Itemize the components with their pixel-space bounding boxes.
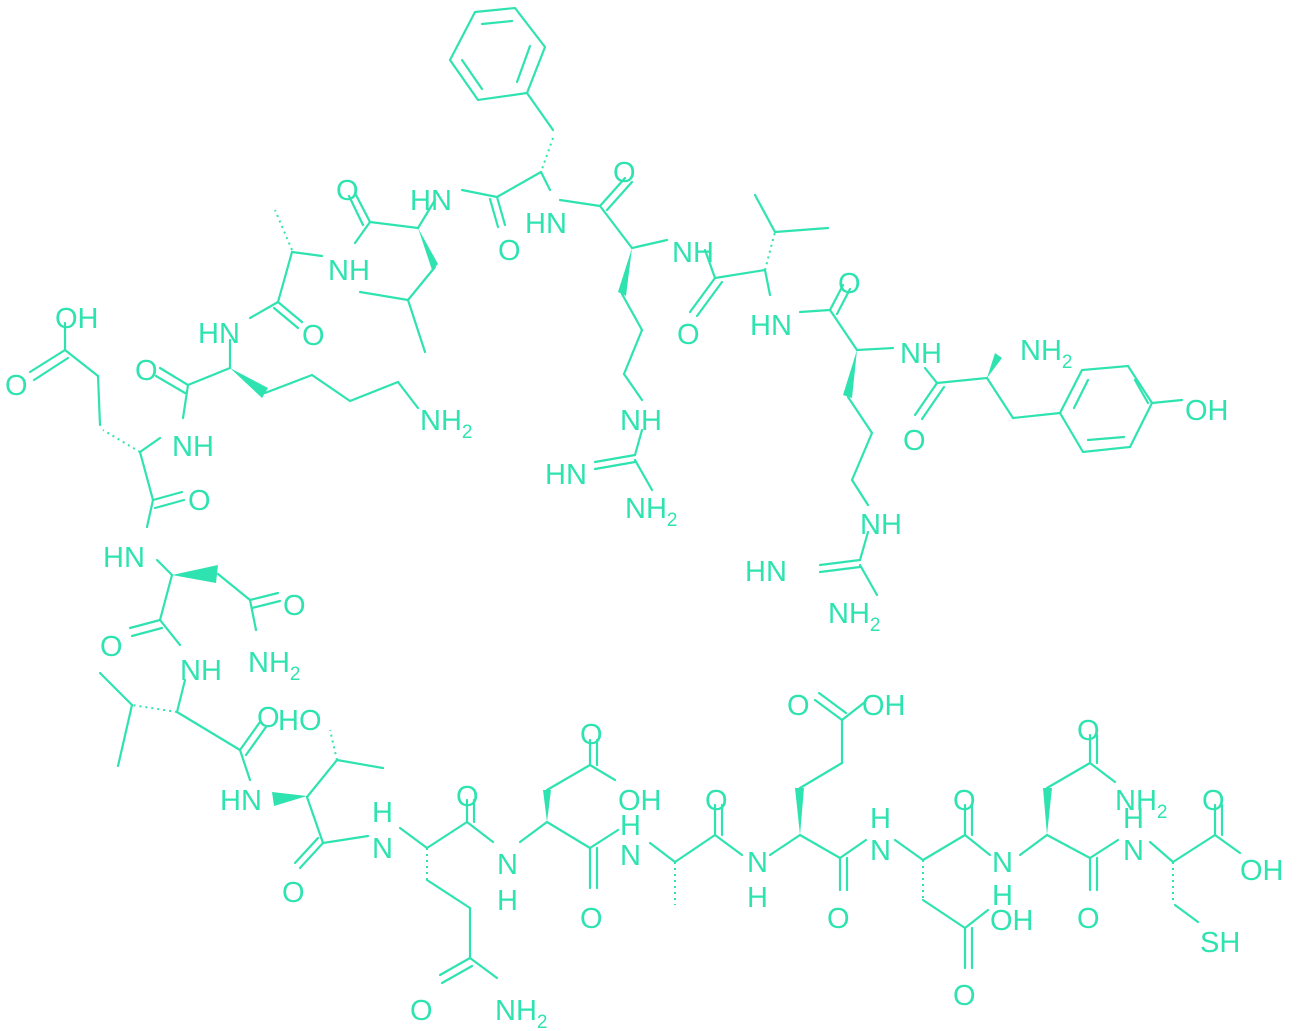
atom-label: H xyxy=(747,882,768,914)
atom-label: NH xyxy=(900,338,942,370)
atom-label: NH2 xyxy=(828,598,880,636)
atom-label: NH xyxy=(328,255,370,287)
atom-label: N xyxy=(870,835,891,867)
atom-label: N xyxy=(992,847,1013,879)
atom-label: NH xyxy=(180,655,222,687)
atom-label: SH xyxy=(1200,927,1240,959)
atom-label: N xyxy=(620,840,641,872)
atom-label: HN xyxy=(525,208,567,240)
atom-label: O xyxy=(498,235,521,267)
atom-label: O xyxy=(283,590,306,622)
atom-label: O xyxy=(410,995,433,1027)
atom-label: NH2 xyxy=(1020,335,1072,373)
atom-label: OH xyxy=(990,905,1034,937)
atom-label: O xyxy=(282,877,305,909)
atom-label: O xyxy=(1077,715,1100,747)
atom-label: HN xyxy=(545,459,587,491)
atom-label: NH2 xyxy=(495,995,547,1031)
atom-label: N xyxy=(497,849,518,881)
atom-label: O xyxy=(100,631,123,663)
atom-label: NH2 xyxy=(248,647,300,685)
atom-label: O xyxy=(903,425,926,457)
atom-label: O xyxy=(257,702,280,734)
atom-label: HN xyxy=(745,556,787,588)
atom-label: O xyxy=(135,355,158,387)
atom-label: H xyxy=(372,797,393,829)
atom-label: O xyxy=(677,319,700,351)
atom-label: N xyxy=(372,833,393,865)
atom-label: H xyxy=(870,803,891,835)
atom-label: O xyxy=(336,175,359,207)
atom-label: NH2 xyxy=(625,493,677,531)
atom-label: O xyxy=(302,320,325,352)
atom-label: OH xyxy=(1185,395,1229,427)
atom-label: O xyxy=(580,903,603,935)
atom-label: NH xyxy=(672,237,714,269)
atom-label: O xyxy=(787,690,810,722)
atom-label: O xyxy=(1202,785,1225,817)
atom-label: H xyxy=(620,810,641,842)
atom-label: NH xyxy=(620,405,662,437)
atom-label: N xyxy=(1123,835,1144,867)
atom-label: HN xyxy=(198,318,240,350)
atom-label: O xyxy=(188,485,211,517)
atom-label: HN xyxy=(750,310,792,342)
atom-label: H xyxy=(1123,803,1144,835)
atom-label: OH xyxy=(55,303,99,335)
atom-label: O xyxy=(1077,903,1100,935)
atom-label: H xyxy=(497,885,518,917)
atom-label: O xyxy=(5,370,28,402)
atom-label: HO xyxy=(278,705,322,737)
atom-label: O xyxy=(705,785,728,817)
atom-label: O xyxy=(953,785,976,817)
atom-label: O xyxy=(953,980,976,1012)
atom-label: H xyxy=(992,880,1013,912)
atom-label: O xyxy=(838,268,861,300)
atom-label: HN xyxy=(103,542,145,574)
atom-label: OH xyxy=(1240,855,1284,887)
atom-label: NH2 xyxy=(420,405,472,443)
atom-label: O xyxy=(580,719,603,751)
atom-label: HN xyxy=(220,785,262,817)
atom-label: O xyxy=(456,781,479,813)
atom-label: O xyxy=(827,903,850,935)
atom-label: OH xyxy=(862,690,906,722)
atom-label: HN xyxy=(410,185,452,217)
atom-label: NH xyxy=(172,431,214,463)
bond-skeleton xyxy=(28,6,1242,985)
atom-label: O xyxy=(613,157,636,189)
atom-label: N xyxy=(747,847,768,879)
atom-label: NH xyxy=(860,509,902,541)
atom-label: OH xyxy=(618,785,662,817)
